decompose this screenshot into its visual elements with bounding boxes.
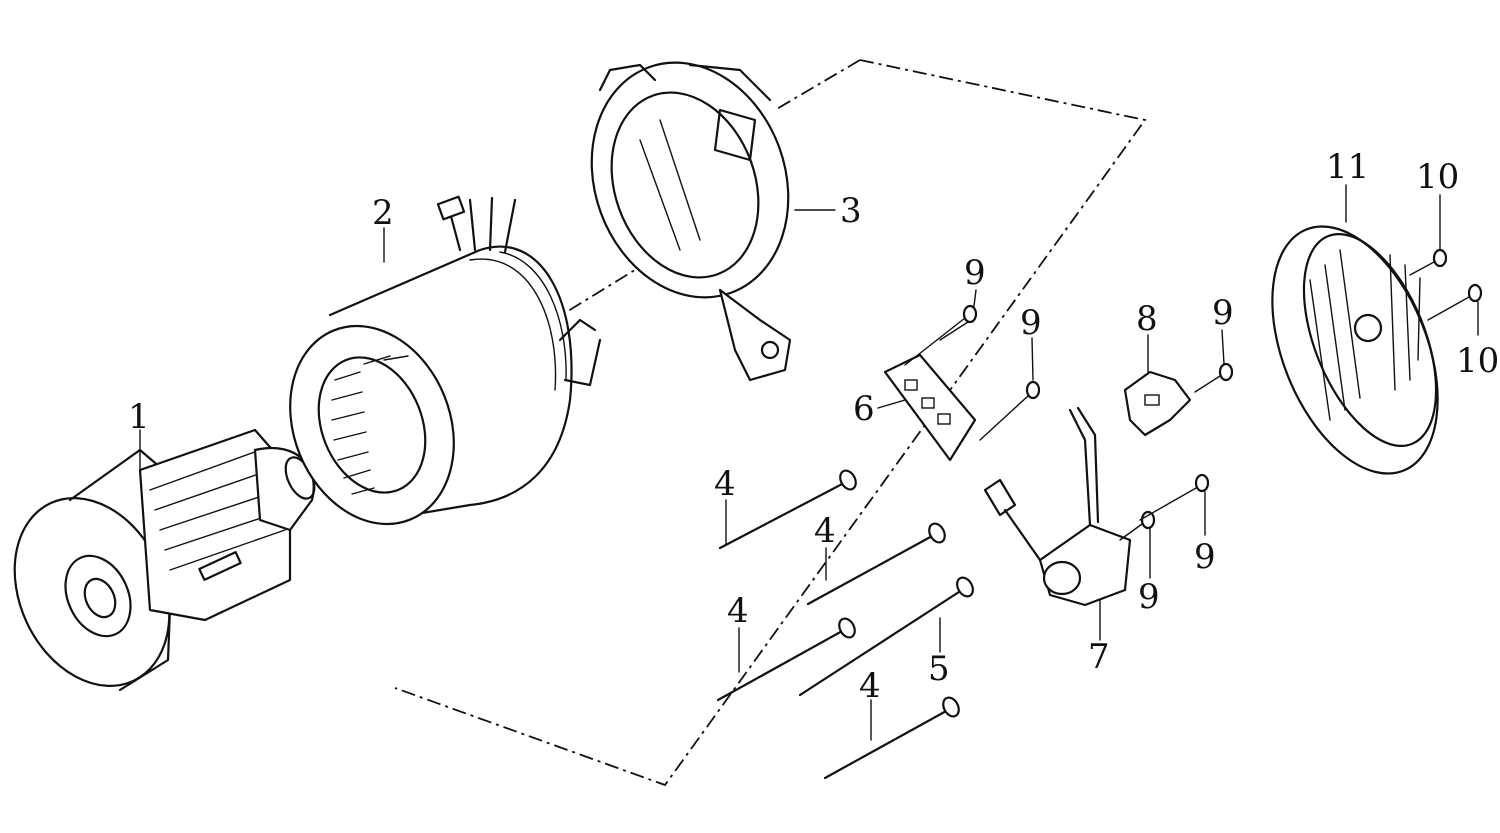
callout-6: 6 xyxy=(853,389,875,429)
screw-9c xyxy=(1194,362,1234,393)
screws xyxy=(939,248,1483,541)
screw-10b xyxy=(1427,283,1483,321)
bolt-4d xyxy=(823,696,960,780)
callout-9d: 9 xyxy=(1138,577,1160,617)
callout-11: 11 xyxy=(1326,147,1369,187)
callout-4c: 4 xyxy=(727,591,749,631)
callout-1: 1 xyxy=(128,397,150,437)
callout-9b: 9 xyxy=(1020,303,1042,343)
terminal-block xyxy=(883,317,977,462)
brush-holder xyxy=(983,406,1132,607)
callout-3: 3 xyxy=(840,191,862,231)
screw-10a xyxy=(1409,248,1448,276)
callout-2: 2 xyxy=(372,193,394,233)
part-callouts: 1 2 3 4 4 4 5 4 6 7 8 9 9 9 9 9 10 10 11 xyxy=(128,147,1499,706)
callout-4d: 4 xyxy=(859,666,881,706)
callout-7: 7 xyxy=(1088,637,1110,677)
stator xyxy=(289,195,602,526)
screw-9e xyxy=(1139,473,1210,521)
brush-bracket xyxy=(1123,370,1192,437)
bolt-4c xyxy=(716,617,856,702)
bolt-5 xyxy=(798,576,974,697)
rotor xyxy=(13,428,316,692)
bolt-4a xyxy=(718,469,857,550)
screw-9b xyxy=(979,380,1041,441)
callout-10b: 10 xyxy=(1456,341,1499,381)
assembly-boundary xyxy=(394,59,1147,787)
end-bracket xyxy=(590,61,792,382)
bolt-4b xyxy=(806,522,946,606)
through-bolts xyxy=(716,469,974,780)
callout-8: 8 xyxy=(1136,299,1158,339)
leader-lines xyxy=(139,184,1479,741)
callout-9e: 9 xyxy=(1194,537,1216,577)
callout-5: 5 xyxy=(928,649,950,689)
end-cover xyxy=(1271,225,1439,475)
callout-9c: 9 xyxy=(1212,293,1234,333)
screw-9d xyxy=(1119,510,1156,541)
callout-10a: 10 xyxy=(1416,157,1459,197)
screw-9a xyxy=(939,304,978,341)
callout-4a: 4 xyxy=(714,464,736,504)
callout-4b: 4 xyxy=(814,511,836,551)
callout-9a: 9 xyxy=(964,253,986,293)
